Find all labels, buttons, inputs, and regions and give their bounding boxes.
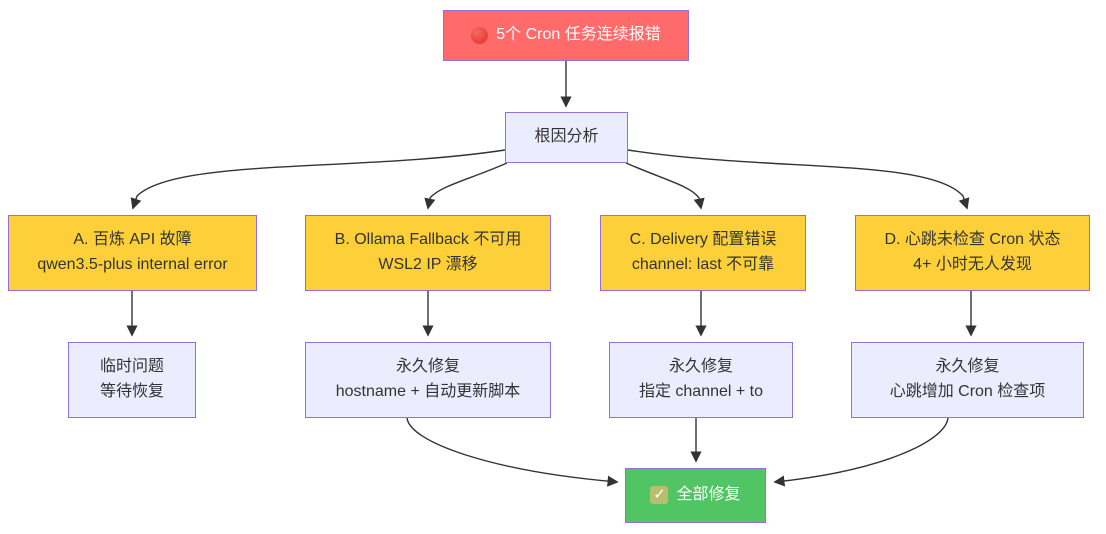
red-circle-icon (471, 26, 489, 44)
node-error: 5个 Cron 任务连续报错 (443, 10, 689, 61)
edge-fix-b-done (406, 417, 619, 487)
node-fix-a: 临时问题 等待恢复 (68, 342, 196, 418)
node-cause-b-line2: WSL2 IP 漂移 (378, 256, 478, 273)
node-fix-a-line2: 等待恢复 (99, 383, 164, 400)
node-cause-d: D. 心跳未检查 Cron 状态 4+ 小时无人发现 (855, 215, 1090, 291)
node-cause-b: B. Ollama Fallback 不可用 WSL2 IP 漂移 (305, 215, 551, 291)
node-fix-c: 永久修复 指定 channel + to (609, 342, 793, 418)
node-root-cause-analysis: 根因分析 (505, 112, 628, 163)
node-fix-d: 永久修复 心跳增加 Cron 检查项 (851, 342, 1084, 418)
node-cause-c-line2: channel: last 不可靠 (631, 256, 775, 273)
node-fix-a-line1: 临时问题 (99, 358, 164, 376)
node-cause-d-line2: 4+ 小时无人发现 (913, 256, 1032, 273)
edge-root-cause-d (627, 149, 970, 210)
node-fix-b-line2: hostname + 自动更新脚本 (335, 383, 521, 400)
node-fix-b-line1: 永久修复 (395, 358, 460, 376)
node-error-label: 5个 Cron 任务连续报错 (496, 26, 661, 44)
node-cause-a-line2: qwen3.5-plus internal error (37, 256, 228, 273)
node-fix-c-line1: 永久修复 (668, 358, 733, 376)
node-cause-c: C. Delivery 配置错误 channel: last 不可靠 (600, 215, 806, 291)
node-fix-c-line2: 指定 channel + to (638, 383, 764, 400)
node-cause-c-line1: C. Delivery 配置错误 (629, 231, 777, 249)
node-cause-a: A. 百炼 API 故障 qwen3.5-plus internal error (8, 215, 257, 291)
check-mark-icon: ✓ (650, 486, 669, 505)
edge-root-cause-b (424, 162, 508, 210)
node-done: ✓ 全部修复 (625, 468, 766, 523)
node-cause-a-line1: A. 百炼 API 故障 (73, 231, 192, 249)
edge-fix-d-done (773, 417, 949, 487)
edge-root-cause-a (130, 149, 506, 210)
node-fix-d-line1: 永久修复 (935, 358, 1000, 376)
node-cause-d-line1: D. 心跳未检查 Cron 状态 (884, 231, 1061, 249)
node-fix-b: 永久修复 hostname + 自动更新脚本 (305, 342, 551, 418)
node-cause-b-line1: B. Ollama Fallback 不可用 (334, 231, 522, 249)
edge-root-cause-c (625, 162, 705, 210)
node-fix-d-line2: 心跳增加 Cron 检查项 (889, 383, 1046, 400)
node-root-label: 根因分析 (534, 128, 599, 146)
node-done-label: 全部修复 (676, 486, 741, 504)
